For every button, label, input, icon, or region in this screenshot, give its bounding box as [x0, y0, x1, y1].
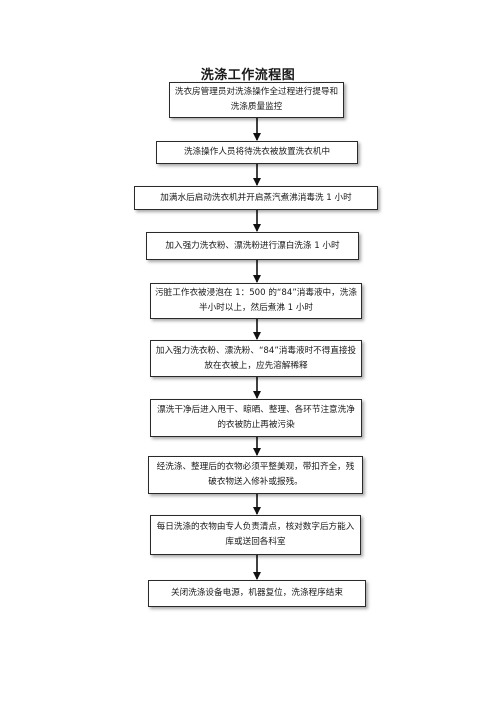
flow-step-1: 洗衣房管理员对洗涤操作全过程进行提导和洗涤质量监控 — [169, 82, 344, 118]
flow-step-7: 漂洗干净后进入甩干、晾晒、整理、各环节注意洗净的衣被防止再被污染 — [150, 399, 362, 437]
flow-step-9: 每日洗涤的衣物由专人负责清点，核对数字后方能入库或送回各科室 — [150, 515, 361, 555]
flow-step-10: 关闭洗涤设备电源，机器复位，洗涤程序结束 — [148, 580, 366, 607]
flow-step-4: 加入强力洗衣粉、漂洗粉进行漂白洗涤 1 小时 — [146, 232, 359, 260]
flowchart-title: 洗涤工作流程图 — [200, 68, 296, 83]
flow-step-6: 加入强力洗衣粉、漂洗粉、“84”消毒液时不得直接投放在衣被上，应先溶解稀释 — [150, 340, 362, 377]
flow-step-8: 经洗涤、整理后的衣物必须平整美观，带扣齐全，残破衣物送入修补或报残。 — [148, 456, 363, 494]
flow-step-2: 洗涤操作人员将待洗衣被放置洗衣机中 — [156, 141, 358, 164]
flow-step-3: 加满水后启动洗衣机并开启蒸汽煮沸消毒洗 1 小时 — [134, 186, 378, 210]
flow-step-5: 污脏工作衣被浸泡在 1：500 的“84”消毒液中，洗涤半小时以上，然后煮沸 1… — [150, 283, 362, 319]
